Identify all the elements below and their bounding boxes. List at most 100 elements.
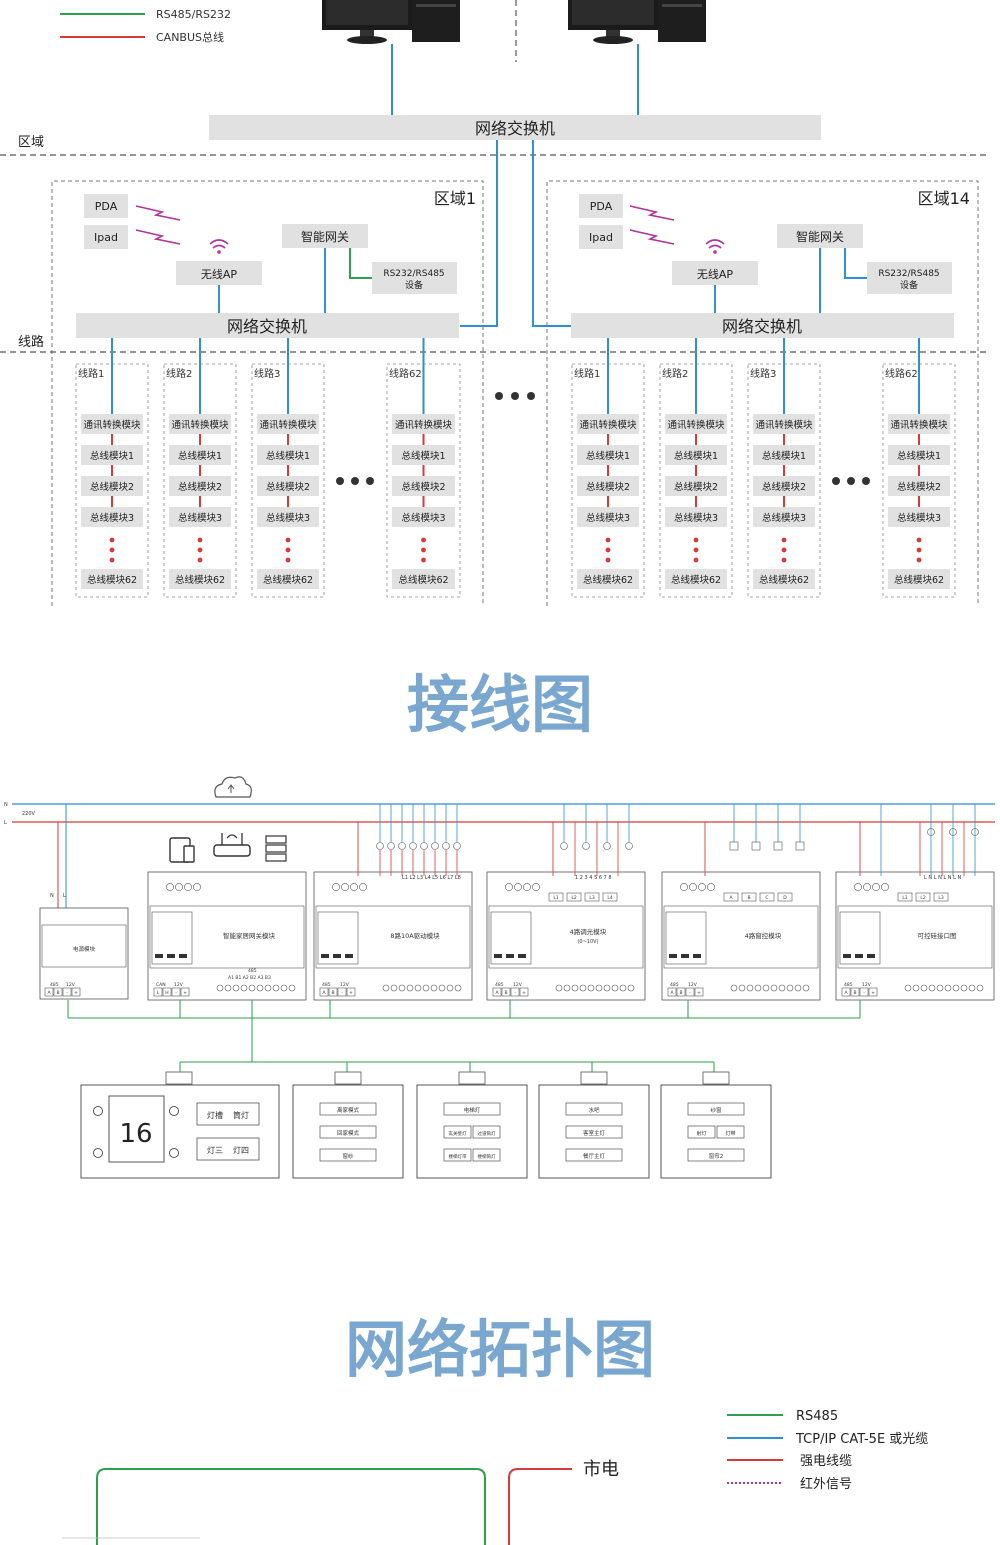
line-title: 线路2	[662, 367, 688, 380]
button-label: 灯四	[233, 1145, 249, 1155]
module-label: 总线模块3	[586, 512, 630, 524]
module-label: 总线模块1	[90, 450, 134, 462]
panel-button-label: 楼梯灯带	[449, 1153, 467, 1160]
lamp-icon	[420, 842, 428, 850]
voltage-label: 220V	[22, 811, 36, 817]
svg-text:L2: L2	[571, 895, 577, 901]
lamp-icon	[409, 842, 417, 850]
module-label: 通讯转换模块	[395, 419, 453, 431]
module-label: 通讯转换模块	[890, 419, 948, 431]
svg-text:B: B	[56, 990, 59, 996]
legend-label-canbus: CANBUS总线	[156, 30, 224, 44]
legend-label: 红外信号	[800, 1476, 852, 1492]
ipad-label: Ipad	[589, 231, 613, 244]
module-label: 总线模块2	[401, 481, 445, 493]
module-label: 通讯转换模块	[667, 419, 725, 431]
module-label: 总线模块1	[897, 450, 941, 462]
switch-panel: 纱窗射灯灯带窗帘2	[660, 1071, 772, 1179]
line-title: 线路62	[389, 367, 422, 380]
rail-l-label: L	[4, 820, 7, 826]
panel-button-label: 过道筒灯	[478, 1130, 496, 1137]
module-label: 总线模块62	[87, 574, 137, 586]
curtain-motor-icon	[729, 841, 739, 851]
module-name: 4路调光模块	[570, 927, 607, 936]
panel-button-label: 窗纱	[342, 1152, 354, 1160]
svg-text:485: 485	[844, 982, 853, 988]
module-label: 总线模块2	[90, 481, 134, 493]
ellipsis-icon	[336, 392, 870, 485]
panel-button-label: 回家模式	[337, 1129, 360, 1137]
svg-text:C: C	[765, 895, 768, 901]
line-title: 线路1	[78, 367, 104, 380]
line-title: 线路62	[885, 367, 918, 380]
svg-text:12V: 12V	[688, 982, 698, 988]
module-label: 总线模块1	[266, 450, 310, 462]
module-label: 总线模块3	[90, 512, 134, 524]
svg-text:B: B	[747, 895, 750, 901]
module-label: 通讯转换模块	[259, 419, 317, 431]
lamp-icon	[927, 828, 935, 836]
wiring-title: 接线图	[407, 668, 593, 741]
panel-button-label: 水吧	[588, 1106, 600, 1114]
svg-text:485: 485	[670, 982, 679, 988]
router-icon	[213, 833, 251, 857]
lamp-icon	[971, 828, 979, 836]
device-label-2: 设备	[405, 279, 423, 291]
svg-text:B: B	[679, 990, 682, 996]
switch-panel: 电梯灯玄关壁灯过道筒灯楼梯灯带楼梯筒灯	[416, 1071, 528, 1179]
svg-text:B: B	[853, 990, 856, 996]
panel-button-label: 离家模式	[337, 1106, 360, 1114]
thermostat-panel: 16 灯槽 筒灯 灯三 灯四	[80, 1071, 280, 1179]
svg-text:A: A	[47, 990, 51, 996]
svg-text:A: A	[670, 990, 674, 996]
lamp-icon	[560, 842, 568, 850]
svg-text:A: A	[322, 990, 326, 996]
lamp-icon	[582, 842, 590, 850]
gateway-label: 智能网关	[796, 229, 844, 244]
module-label: 总线模块62	[671, 574, 721, 586]
lamp-icon	[949, 828, 957, 836]
svg-text:D: D	[783, 895, 787, 901]
module-label: 总线模块62	[759, 574, 809, 586]
line-title: 线路3	[750, 367, 776, 380]
svg-text:-: -	[66, 991, 68, 996]
topology-title: 网络拓扑图	[345, 1313, 655, 1386]
pda-label: PDA	[590, 200, 613, 213]
topology-legend: RS485 TCP/IP CAT-5E 或光缆 强电线缆 红外信号	[727, 1409, 928, 1492]
button-label: 筒灯	[233, 1110, 249, 1120]
panel-button-label: 客室主灯	[583, 1129, 606, 1137]
wireless-signal-icon	[629, 229, 675, 245]
svg-text:L1: L1	[553, 895, 559, 901]
module-label: 总线模块3	[674, 512, 718, 524]
svg-text:12V: 12V	[340, 982, 350, 988]
area-label: 区域	[18, 135, 44, 150]
button-label: 灯槽	[207, 1110, 223, 1120]
thermostat-display: 16	[119, 1119, 152, 1149]
zone-switch-label: 网络交换机	[722, 317, 802, 336]
svg-text:12V: 12V	[862, 982, 872, 988]
wifi-icon	[705, 239, 725, 254]
legend-label: TCP/IP CAT-5E 或光缆	[795, 1431, 928, 1447]
svg-text:+: +	[74, 990, 78, 996]
main-switch-label: 网络交换机	[475, 119, 555, 138]
mains-cable	[508, 1468, 572, 1545]
legend-label-rs485: RS485/RS232	[156, 8, 231, 21]
switch-panels: 离家模式回家模式窗纱电梯灯玄关壁灯过道筒灯楼梯灯带楼梯筒灯水吧客室主灯餐厅主灯纱…	[292, 1071, 772, 1179]
module-label: 总线模块3	[178, 512, 222, 524]
minus-icon	[93, 1148, 103, 1158]
svg-text:+: +	[183, 990, 187, 996]
module-label: 总线模块1	[401, 450, 445, 462]
svg-text:-: -	[689, 991, 691, 996]
svg-text:L3: L3	[589, 895, 595, 901]
svg-text:B: B	[331, 990, 334, 996]
